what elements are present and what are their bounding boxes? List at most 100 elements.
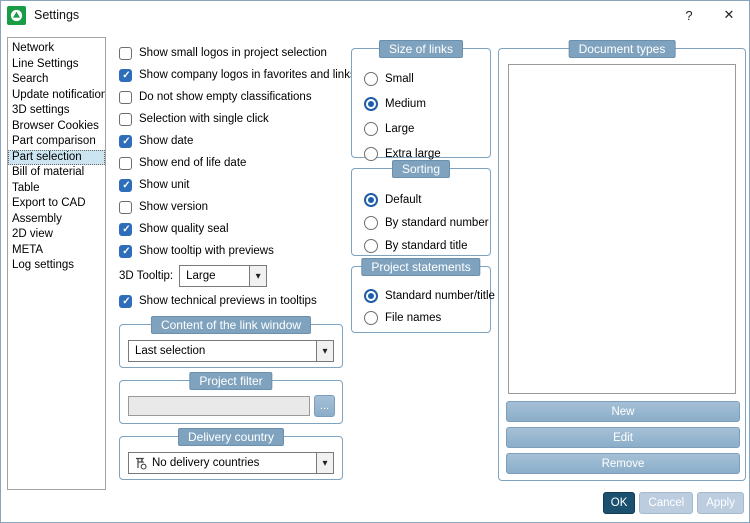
checkbox-icon[interactable] — [119, 68, 133, 82]
radio-icon[interactable] — [364, 147, 378, 161]
checkbox-row-show-date[interactable]: Show date — [119, 133, 351, 149]
group-title: Project statements — [361, 258, 481, 276]
group-document-types: Document types New Edit Remove — [498, 40, 746, 481]
radio-label: Large — [385, 123, 415, 135]
delivery-country-value: No delivery countries — [152, 457, 260, 469]
sidebar-item-assembly[interactable]: Assembly — [12, 212, 62, 225]
tooltip-3d-select[interactable]: Large — [179, 265, 268, 287]
radio-label: Medium — [385, 98, 426, 110]
sidebar-item-log-settings[interactable]: Log settings — [12, 259, 75, 271]
close-button[interactable]: ✕ — [723, 7, 735, 22]
checkbox-icon[interactable] — [119, 90, 132, 104]
radio-label: By standard title — [385, 240, 468, 252]
group-project-filter: Project filter ... — [119, 372, 343, 424]
sidebar-item-part-selection[interactable]: Part selection — [8, 149, 105, 165]
tooltip-3d-label: 3D Tooltip: — [119, 270, 174, 282]
radio-row-standard-number-title[interactable]: Standard number/title — [364, 288, 495, 304]
radio-row-file-names[interactable]: File names — [364, 310, 490, 326]
remove-button[interactable]: Remove — [506, 453, 740, 474]
checkbox-label: Selection with single click — [139, 113, 269, 125]
apply-button[interactable]: Apply — [697, 492, 744, 514]
tooltip-3d-value: Large — [186, 270, 216, 282]
delivery-country-select[interactable]: No delivery countries — [128, 452, 334, 474]
checkbox-icon[interactable] — [119, 178, 133, 192]
radio-row-extra-large[interactable]: Extra large — [364, 146, 490, 162]
checkbox-row-small-logos[interactable]: Show small logos in project selection — [119, 45, 351, 61]
radio-icon[interactable] — [364, 216, 378, 230]
radio-label: File names — [385, 312, 442, 324]
radio-label: Small — [385, 73, 414, 85]
checkbox-icon[interactable] — [119, 134, 133, 148]
sidebar-item-browser-cookies[interactable]: Browser Cookies — [12, 119, 99, 132]
sidebar-item-line-settings[interactable]: Line Settings — [12, 57, 79, 70]
new-button[interactable]: New — [506, 401, 740, 422]
project-filter-input[interactable] — [128, 396, 310, 416]
sidebar-item-meta[interactable]: META — [12, 243, 44, 256]
radio-label: Standard number/title — [385, 290, 495, 302]
group-title: Project filter — [189, 372, 273, 390]
radio-row-by-standard-title[interactable]: By standard title — [364, 238, 490, 254]
radio-icon[interactable] — [364, 289, 378, 303]
radio-icon[interactable] — [364, 97, 378, 111]
radio-icon[interactable] — [364, 239, 378, 253]
checkbox-icon[interactable] — [119, 244, 133, 258]
checkbox-label: Show small logos in project selection — [139, 47, 327, 59]
radio-row-default[interactable]: Default — [364, 192, 490, 208]
sidebar-item-search[interactable]: Search — [12, 73, 49, 85]
checkbox-row-quality-seal[interactable]: Show quality seal — [119, 221, 351, 237]
sidebar-item-update-notification[interactable]: Update notification — [12, 88, 105, 101]
group-size-of-links: Size of links Small Medium Large Extra l… — [351, 40, 491, 161]
part-selection-options: Show small logos in project selection Sh… — [119, 45, 356, 315]
sidebar-item-2d-view[interactable]: 2D view — [12, 228, 53, 240]
checkbox-row-end-of-life[interactable]: Show end of life date — [119, 155, 351, 171]
checkbox-label: Show version — [139, 201, 209, 213]
sidebar-item-network[interactable]: Network — [12, 42, 55, 54]
ok-button[interactable]: OK — [602, 492, 636, 514]
cancel-button[interactable]: Cancel — [639, 492, 694, 514]
checkbox-row-show-version[interactable]: Show version — [119, 199, 351, 215]
checkbox-icon[interactable] — [119, 46, 132, 60]
checkbox-row-show-unit[interactable]: Show unit — [119, 177, 351, 193]
checkbox-icon[interactable] — [119, 294, 133, 308]
checkbox-row-empty-classifications[interactable]: Do not show empty classifications — [119, 89, 351, 105]
sidebar-item-export-to-cad[interactable]: Export to CAD — [12, 197, 86, 209]
link-window-select[interactable]: Last selection — [128, 340, 334, 362]
titlebar: Settings ? ✕ — [1, 1, 749, 29]
radio-row-medium[interactable]: Medium — [364, 96, 490, 112]
document-types-list[interactable] — [508, 64, 736, 394]
checkbox-label: Show end of life date — [139, 157, 247, 169]
checkbox-row-tooltip-previews[interactable]: Show tooltip with previews — [119, 243, 351, 259]
checkbox-icon[interactable] — [119, 222, 133, 236]
radio-icon[interactable] — [364, 72, 378, 86]
radio-icon[interactable] — [364, 193, 378, 207]
checkbox-label: Show quality seal — [139, 223, 229, 235]
radio-icon[interactable] — [364, 311, 378, 325]
radio-row-by-standard-number[interactable]: By standard number — [364, 215, 490, 231]
checkbox-row-single-click[interactable]: Selection with single click — [119, 111, 351, 127]
settings-category-list: Network Line Settings Search Update noti… — [7, 37, 106, 490]
browse-button[interactable]: ... — [314, 395, 335, 417]
dialog-footer: OK Cancel Apply — [602, 492, 744, 514]
checkbox-icon[interactable] — [119, 200, 132, 214]
chevron-down-icon[interactable] — [316, 341, 333, 361]
chevron-down-icon[interactable] — [316, 453, 333, 473]
edit-button[interactable]: Edit — [506, 427, 740, 448]
sidebar-item-part-comparison[interactable]: Part comparison — [12, 135, 96, 147]
group-link-window: Content of the link window Last selectio… — [119, 316, 343, 368]
checkbox-icon[interactable] — [119, 156, 132, 170]
sidebar-item-bill-of-material[interactable]: Bill of material — [12, 166, 85, 178]
checkbox-label: Show company logos in favorites and link… — [139, 69, 356, 81]
radio-label: By standard number — [385, 217, 489, 229]
radio-icon[interactable] — [364, 122, 378, 136]
sidebar-item-3d-settings[interactable]: 3D settings — [12, 104, 70, 116]
checkbox-icon[interactable] — [119, 112, 132, 126]
radio-row-small[interactable]: Small — [364, 71, 490, 87]
radio-row-large[interactable]: Large — [364, 121, 490, 137]
chevron-down-icon[interactable] — [249, 266, 267, 286]
checkbox-row-technical-previews[interactable]: Show technical previews in tooltips — [119, 293, 351, 309]
checkbox-label: Show technical previews in tooltips — [139, 295, 317, 307]
help-button[interactable]: ? — [685, 7, 693, 23]
sidebar-item-table[interactable]: Table — [12, 181, 40, 194]
checkbox-row-company-logos[interactable]: Show company logos in favorites and link… — [119, 67, 356, 83]
